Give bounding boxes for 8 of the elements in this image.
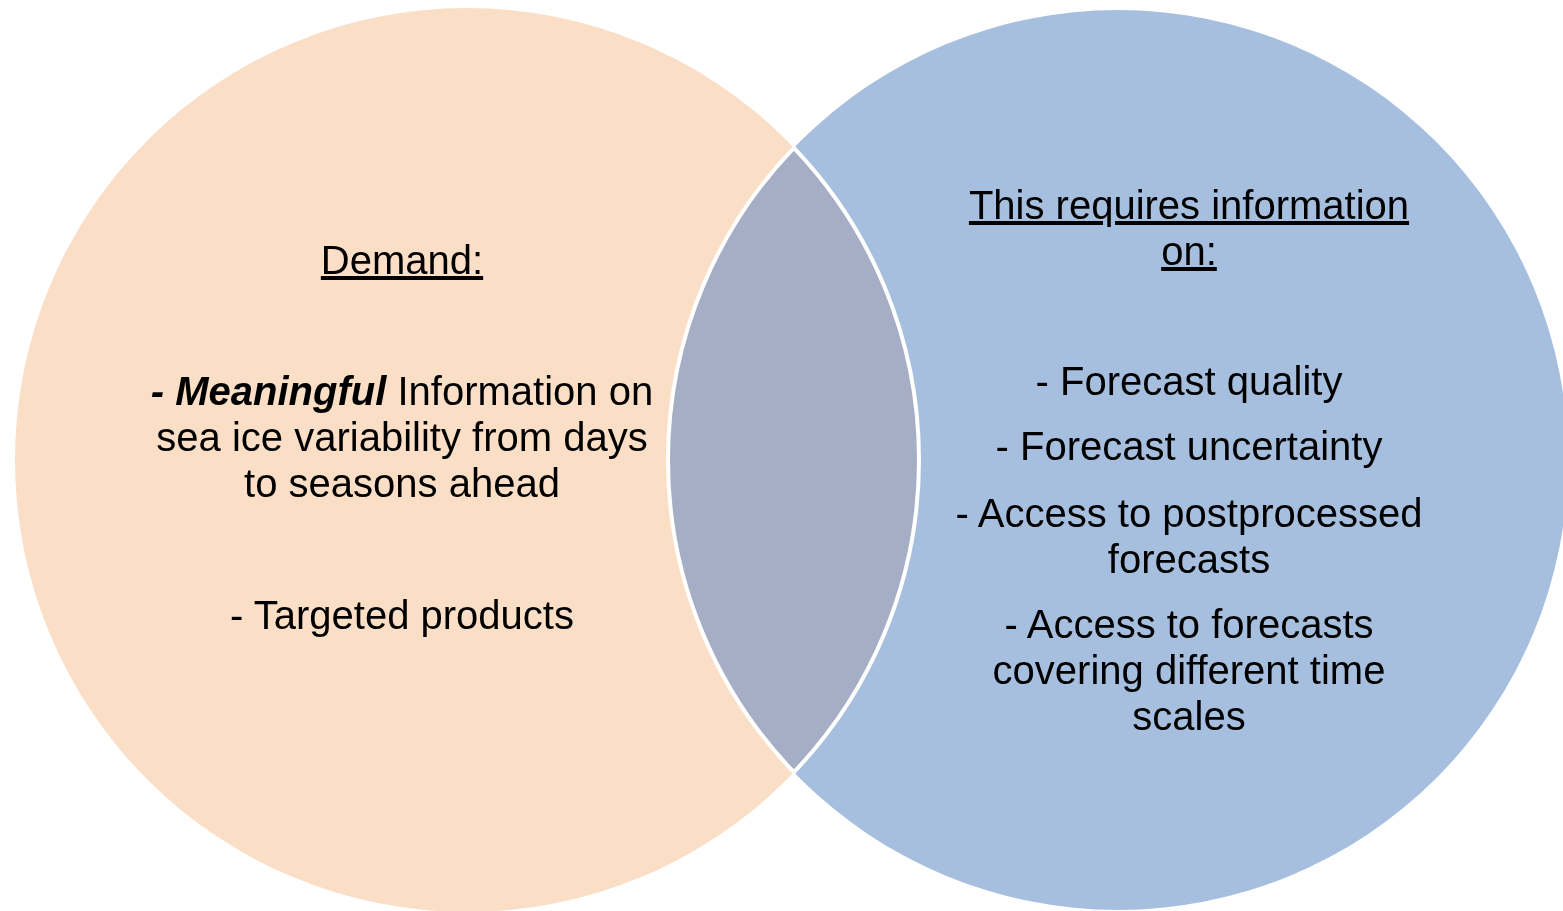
bullet-text: - Forecast quality bbox=[1034, 358, 1344, 404]
bullet-text: - Access to postprocessed forecasts bbox=[954, 490, 1424, 582]
bullet-text: - Access to forecasts covering different time scales bbox=[991, 601, 1387, 739]
bullet-text: - Forecast uncertainty bbox=[994, 423, 1384, 469]
heading-text: This requires information on: bbox=[967, 182, 1411, 274]
bullet-text: - Meaningful Information on sea ice variability from days to seasons ahead bbox=[149, 368, 655, 506]
bullet-text: - Targeted products bbox=[229, 592, 575, 638]
heading-text: Demand: bbox=[319, 237, 485, 283]
